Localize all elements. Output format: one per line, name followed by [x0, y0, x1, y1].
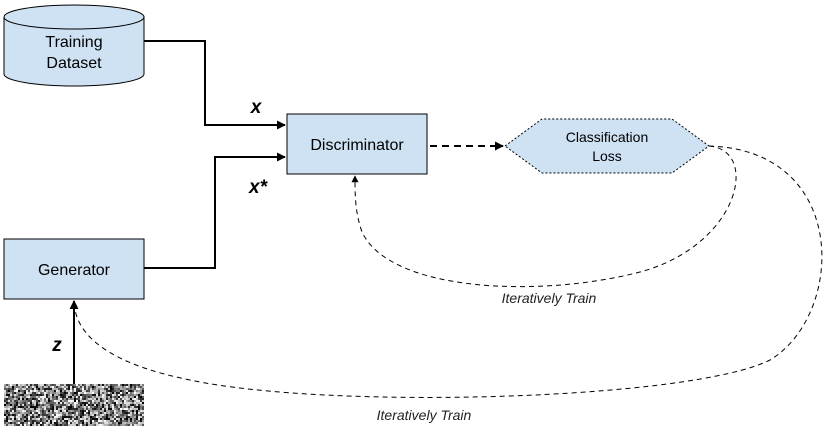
classification-loss-hexagon: [504, 118, 710, 174]
training-dataset-cylinder-top: [3, 4, 145, 30]
edge-label-z: z: [51, 335, 62, 356]
classification-loss-node: Classification Loss: [504, 118, 710, 174]
edge-label-generator-loop: Iteratively Train: [377, 407, 472, 423]
generator-label: Generator: [38, 262, 111, 279]
classification-loss-label-line2: Loss: [592, 148, 622, 164]
training-dataset-node: Training Dataset: [3, 4, 145, 87]
training-dataset-cylinder-body: [3, 17, 145, 87]
edge-label-discriminator-loop: Iteratively Train: [502, 290, 597, 306]
edge-loss-to-discriminator-loop: [351, 145, 737, 288]
edge-label-x-star: x*: [248, 177, 269, 198]
training-dataset-label-line1: Training: [45, 34, 102, 51]
edge-loss-to-generator-loop: [70, 145, 823, 398]
generator-box: [3, 238, 145, 300]
noise-image-pixels: [4, 384, 144, 426]
discriminator-label: Discriminator: [310, 137, 404, 154]
discriminator-node: Discriminator: [286, 113, 428, 175]
edge-generator-to-discriminator: [144, 152, 286, 269]
noise-image-node: [4, 384, 144, 426]
discriminator-box: [286, 113, 428, 175]
classification-loss-label-line1: Classification: [566, 129, 648, 145]
generator-node: Generator: [3, 238, 145, 300]
edge-dataset-to-discriminator: [144, 40, 286, 130]
edge-label-x: x: [250, 97, 263, 118]
training-dataset-label-line2: Dataset: [46, 55, 102, 72]
